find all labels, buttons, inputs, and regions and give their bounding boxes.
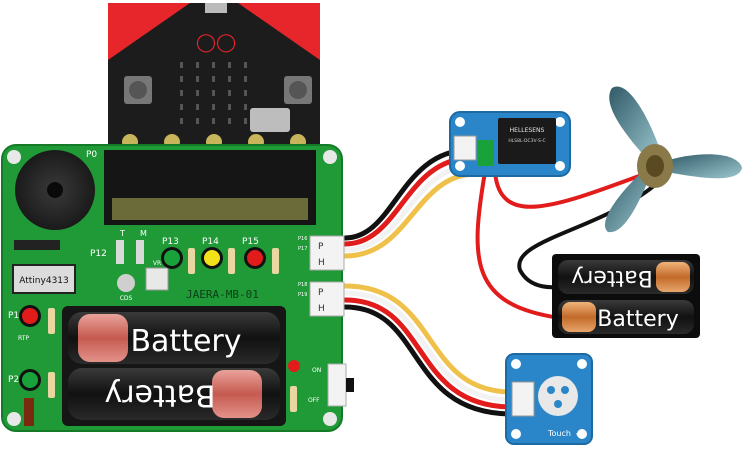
- relay-wire-yellow: [342, 171, 479, 259]
- svg-text:P16: P16: [298, 236, 307, 242]
- p12-label: P12: [90, 249, 107, 259]
- board-battery-2-label: Battery: [104, 378, 215, 413]
- board-battery-2: Battery: [68, 368, 280, 420]
- led-p13-label: P13: [162, 237, 179, 247]
- svg-text:P: P: [318, 288, 324, 298]
- battery-wire-red: [475, 170, 562, 320]
- external-battery-2: Battery: [558, 300, 694, 334]
- external-battery-2-label: Battery: [597, 307, 678, 332]
- relay-module: HELLESENS HLS8L-DC3V-S-C: [449, 111, 571, 177]
- external-battery-pack: Battery Battery: [552, 254, 700, 338]
- power-switch[interactable]: [327, 363, 347, 407]
- svg-text:P18: P18: [298, 282, 307, 288]
- touch-version: v1.1: [576, 432, 587, 438]
- board-battery-1-label: Battery: [130, 324, 241, 359]
- touch-wire-yellow: [342, 283, 515, 395]
- touch-sensor: Touch v1.1: [505, 353, 593, 445]
- switch-off-label: OFF: [308, 397, 320, 404]
- fan-wire-red: [493, 170, 652, 209]
- touch-icon: [547, 386, 569, 408]
- led-p2: [22, 372, 38, 388]
- touch-label: Touch: [547, 429, 571, 438]
- mainboard: P0 P12 T M Attiny4313 CDS VR RTP P13 P14: [1, 144, 354, 432]
- microbit: ◯◯: [108, 3, 320, 153]
- svg-text:P19: P19: [298, 292, 307, 298]
- led-p15-label: P15: [242, 237, 259, 247]
- fan-propeller: [604, 86, 742, 233]
- grove-port-lower: P H: [309, 281, 345, 317]
- chip-label: Attiny4313: [19, 276, 69, 286]
- svg-text:P17: P17: [298, 246, 307, 252]
- relay-body: [498, 118, 556, 164]
- touch-wire-white: [342, 290, 515, 403]
- svg-text:H: H: [318, 304, 325, 314]
- microbit-logo: ◯◯: [196, 32, 236, 53]
- external-battery-1: Battery: [558, 260, 694, 294]
- svg-text:P: P: [318, 242, 324, 252]
- p2-label: P2: [8, 375, 19, 385]
- cds-label: CDS: [120, 295, 133, 302]
- touch-pad[interactable]: [538, 376, 578, 416]
- touch-wire-red: [342, 297, 515, 410]
- vr-label: VR: [153, 260, 161, 267]
- relay-model: HLS8L-DC3V-S-C: [508, 138, 545, 144]
- external-battery-1-label: Battery: [571, 265, 652, 290]
- svg-text:H: H: [318, 258, 325, 268]
- led-p14: P14: [201, 237, 235, 274]
- relay-wire-black: [342, 147, 473, 241]
- buzzer-label: P0: [86, 150, 97, 160]
- switch-on-label: ON: [312, 367, 321, 374]
- led-matrix: [180, 62, 247, 124]
- led-p14-label: P14: [202, 237, 219, 247]
- board-name: JAERA-MB-01: [186, 288, 259, 301]
- led-p15: P15: [242, 237, 279, 274]
- rtp-label: RTP: [18, 335, 29, 342]
- grove-port-upper: P H: [309, 235, 345, 271]
- p1-label: P1: [8, 311, 19, 321]
- m-label: M: [140, 229, 147, 238]
- relay-terminal: [478, 140, 494, 166]
- board-battery-1: Battery: [68, 312, 280, 364]
- t-label: T: [119, 229, 125, 238]
- touch-wire-black: [342, 304, 515, 417]
- led-p13: P13: [161, 237, 195, 274]
- relay-brand: HELLESENS: [510, 127, 545, 134]
- led-p1: [22, 308, 38, 324]
